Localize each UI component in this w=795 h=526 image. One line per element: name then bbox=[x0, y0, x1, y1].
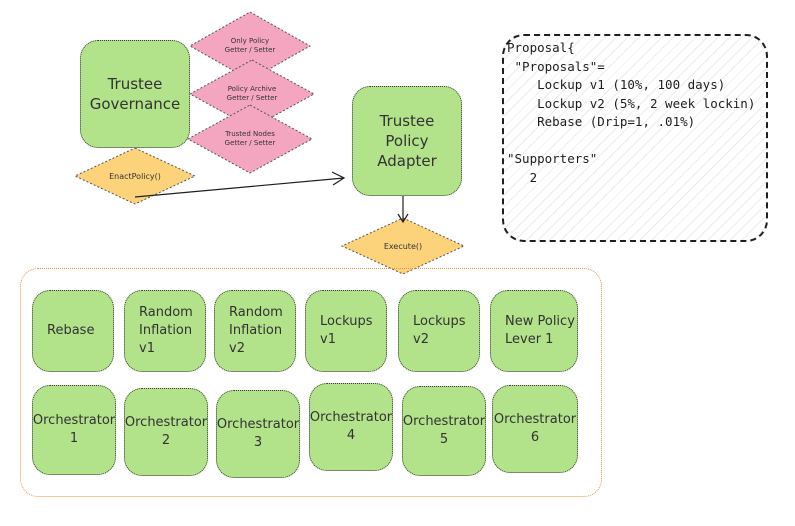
lever-random-inflation-v2: Random Inflation v2 bbox=[214, 290, 296, 372]
enact-diamond bbox=[73, 147, 197, 205]
lever-lockups-v1: Lockups v1 bbox=[305, 290, 387, 372]
setter-label-2: Policy Archive Getter / Setter bbox=[226, 85, 278, 102]
enact-to-adapter-arrow bbox=[134, 177, 345, 198]
trustee-policy-adapter-box: Trustee Policy Adapter bbox=[352, 86, 462, 196]
orchestrator-4: Orchestrator 4 bbox=[309, 383, 393, 471]
setter-diamond-3 bbox=[186, 104, 314, 174]
lever-lockups-v2: Lockups v2 bbox=[398, 290, 480, 372]
enact-arrowhead bbox=[331, 171, 346, 186]
orchestrator-5: Orchestrator 5 bbox=[402, 386, 486, 476]
trustee-governance-box: Trustee Governance bbox=[80, 40, 190, 148]
orchestrator-2: Orchestrator 2 bbox=[124, 388, 208, 476]
lever-random-inflation-v1: Random Inflation v1 bbox=[124, 290, 206, 372]
execute-arrowhead bbox=[397, 213, 409, 224]
lever-rebase: Rebase bbox=[32, 290, 114, 372]
enact-policy-label: EnactPolicy() bbox=[109, 171, 161, 181]
policy-levers-frame bbox=[20, 268, 602, 497]
execute-diamond bbox=[340, 217, 466, 275]
execute-label: Execute() bbox=[383, 241, 423, 251]
orchestrator-6: Orchestrator 6 bbox=[492, 385, 578, 473]
orchestrator-3: Orchestrator 3 bbox=[216, 390, 300, 478]
lever-new-policy-lever-1: New Policy Lever 1 bbox=[490, 290, 578, 372]
orchestrator-1: Orchestrator 1 bbox=[32, 385, 116, 475]
proposal-note: Proposal{ "Proposals"= Lockup v1 (10%, 1… bbox=[502, 34, 768, 242]
setter-label-1: Only Policy Getter / Setter bbox=[224, 37, 276, 54]
setter-label-3: Trusted Nodes Getter / Setter bbox=[224, 130, 276, 147]
